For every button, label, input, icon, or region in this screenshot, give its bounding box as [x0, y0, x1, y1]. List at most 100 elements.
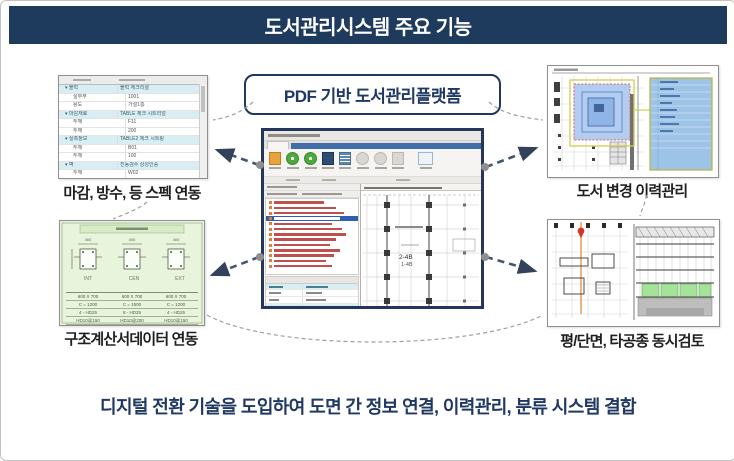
- property-grid-rows: [266, 283, 358, 306]
- section-label-cen: CEN: [128, 276, 140, 282]
- tree-item: [269, 264, 358, 269]
- tree-item: [269, 200, 358, 205]
- tree-item: [269, 211, 358, 216]
- tree-path-bar: [264, 191, 360, 198]
- section-roof-hatch: [635, 226, 715, 238]
- section-labels: INT CEN EXT: [74, 276, 194, 282]
- pdf-app-screenshot: 2-4B 1-4B: [261, 128, 484, 309]
- property-row: [266, 297, 358, 304]
- property-row: [266, 283, 358, 291]
- ribbon-band: [291, 143, 481, 149]
- inactive-icon-c: [392, 152, 404, 169]
- tree-item-selected: [266, 215, 358, 222]
- revision-list-panel: [649, 77, 713, 171]
- revision-history-caption: 도서 변경 이력관리: [576, 183, 689, 200]
- section-label-int: INT: [83, 276, 93, 282]
- app-main-area: 2-4B 1-4B: [264, 184, 481, 306]
- plan-section-caption: 평/단면, 타공종 동시검토: [560, 333, 704, 350]
- section-highlight-rooms: [641, 283, 712, 297]
- app-titlebar: [264, 131, 481, 141]
- plan-grid-ticks: [554, 223, 622, 228]
- drawing-view-pane: 2-4B 1-4B: [361, 184, 481, 306]
- property-grid-header: [266, 277, 358, 284]
- scrollbar: [199, 84, 207, 178]
- app-toolbar: [264, 149, 481, 177]
- stair-hatch: [609, 141, 627, 165]
- framing-plan-drawing: 2-4B 1-4B: [361, 191, 481, 306]
- pdf-app-window: 2-4B 1-4B: [264, 131, 481, 306]
- property-row: [266, 290, 358, 298]
- plan-section-panel: [547, 219, 720, 327]
- inactive-icon-b: [374, 152, 387, 169]
- spec-sync-caption: 마감, 방수, 등 스펙 연동: [63, 185, 201, 202]
- drawing-canvas: 2-4B 1-4B: [361, 191, 481, 306]
- property-grid: [265, 276, 359, 306]
- tree-item: [269, 253, 358, 258]
- tree-item: [269, 248, 358, 253]
- document-tree-pane: [264, 184, 361, 306]
- section-floor-lines: [636, 243, 714, 298]
- drawing-title-bar: [361, 184, 481, 191]
- tree-item: [269, 205, 358, 210]
- pdf-platform-banner: PDF 기반 도서관리플랫폼: [244, 74, 501, 115]
- page-title: 도서관리시스템 주요 기능: [264, 16, 472, 39]
- dim-label: 400: [173, 237, 180, 242]
- tree-item: [269, 258, 358, 263]
- spec-table-header: [59, 76, 207, 85]
- tree-item: [269, 226, 358, 231]
- sync-icon: [286, 152, 299, 169]
- plan-highlight-region: [569, 79, 635, 147]
- footer-summary: 디지털 전환 기술을 도입하여 도면 간 정보 연결, 이력관리, 분류 시스템…: [99, 397, 637, 417]
- structural-data-caption: 구조계산서데이터 연동: [64, 331, 198, 348]
- column-sections-drawing: 400 400 400: [61, 222, 203, 324]
- property-row: [266, 303, 358, 306]
- revision-history-panel: [547, 65, 719, 178]
- scrollbar-thumb: [201, 86, 205, 112]
- tree-item: [269, 221, 358, 226]
- ribbon-tab: [267, 141, 289, 149]
- sheet-list-icon: [339, 152, 351, 169]
- tree-item: [269, 232, 358, 237]
- pdf-platform-label: PDF 기반 도서관리플랫폼: [283, 87, 462, 106]
- update-icon: [304, 152, 317, 169]
- tree-toolbar: [264, 184, 360, 191]
- tree-item: [269, 237, 358, 242]
- section-label-ext: EXT: [175, 276, 185, 282]
- title-banner: 도서관리시스템 주요 기능: [9, 6, 727, 44]
- document-tree: [265, 198, 359, 275]
- revision-plan-image: [548, 66, 716, 175]
- location-pin-icon: [577, 227, 585, 239]
- tree-item: [269, 242, 358, 247]
- plan-section-image: [548, 220, 717, 324]
- drawing-label-bottom: 1-4B: [401, 262, 413, 268]
- compare-view-icon: [418, 152, 433, 169]
- app-ribbon-tabs: [264, 141, 481, 149]
- stack-icon: [322, 152, 334, 169]
- toolbar-group-labels: [264, 177, 481, 184]
- drawing-label-top: 2-4B: [399, 254, 413, 261]
- column-symbols: [384, 202, 432, 304]
- dim-label: 400: [129, 237, 136, 242]
